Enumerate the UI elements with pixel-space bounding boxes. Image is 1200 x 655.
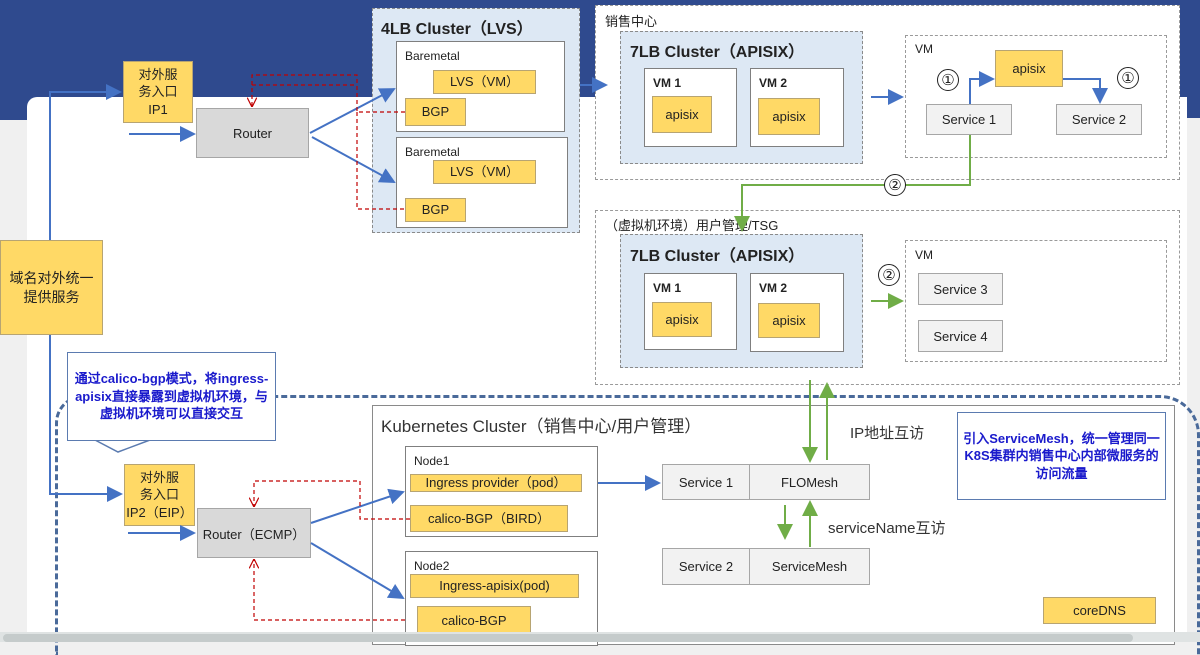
lb4-title: 4LB Cluster（LVS） [381,21,533,38]
calico-bgp-2: calico-BGP [417,606,531,636]
k8s-service-2: Service 2 [662,548,750,585]
router: Router [196,108,309,158]
user-apisix-2: apisix [758,303,820,338]
step-2-link: ② [884,174,906,196]
sales-service-1: Service 1 [926,104,1012,135]
sales-apisix-1: apisix [652,96,712,133]
servicemesh: ServiceMesh [749,548,870,585]
sales-apisix-2: apisix [758,98,820,135]
horizontal-scrollbar[interactable] [0,632,1200,642]
bgp-2: BGP [405,198,466,222]
global-domain-entry: 域名对外统一提供服务 [0,240,103,335]
service-3: Service 3 [918,273,1003,305]
vm-apisix: apisix [995,50,1063,87]
sales-service-2: Service 2 [1056,104,1142,135]
user-apisix-1: apisix [652,302,712,337]
step-1-left: ① [937,69,959,91]
step-1-right: ① [1117,67,1139,89]
service-4: Service 4 [918,320,1003,352]
ingress-provider-pod: Ingress provider（pod） [410,474,582,492]
scrollbar-thumb[interactable] [3,634,1133,642]
k8s-region [55,395,1200,655]
callout-calico-bgp: 通过calico-bgp模式，将ingress-apisix直接暴露到虚拟机环境… [67,352,276,441]
k8s-service-1: Service 1 [662,464,750,500]
ip-access-label: IP地址互访 [850,425,925,442]
k8s-title: Kubernetes Cluster（销售中心/用户管理） [381,417,702,436]
calico-bgp-bird: calico-BGP（BIRD） [410,505,568,532]
callout-servicemesh: 引入ServiceMesh，统一管理同一K8S集群内销售中心内部微服务的访问流量 [957,412,1166,500]
lvs-vm-2: LVS（VM） [433,160,536,184]
ingress-apisix-pod: Ingress-apisix(pod) [410,574,579,598]
step-2-vm: ② [878,264,900,286]
router-ecmp: Router（ECMP） [197,508,311,558]
lvs-vm-1: LVS（VM） [433,70,536,94]
bgp-1: BGP [405,98,466,126]
coredns: coreDNS [1043,597,1156,624]
flomesh: FLOMesh [749,464,870,500]
servicename-access-label: serviceName互访 [828,520,946,537]
